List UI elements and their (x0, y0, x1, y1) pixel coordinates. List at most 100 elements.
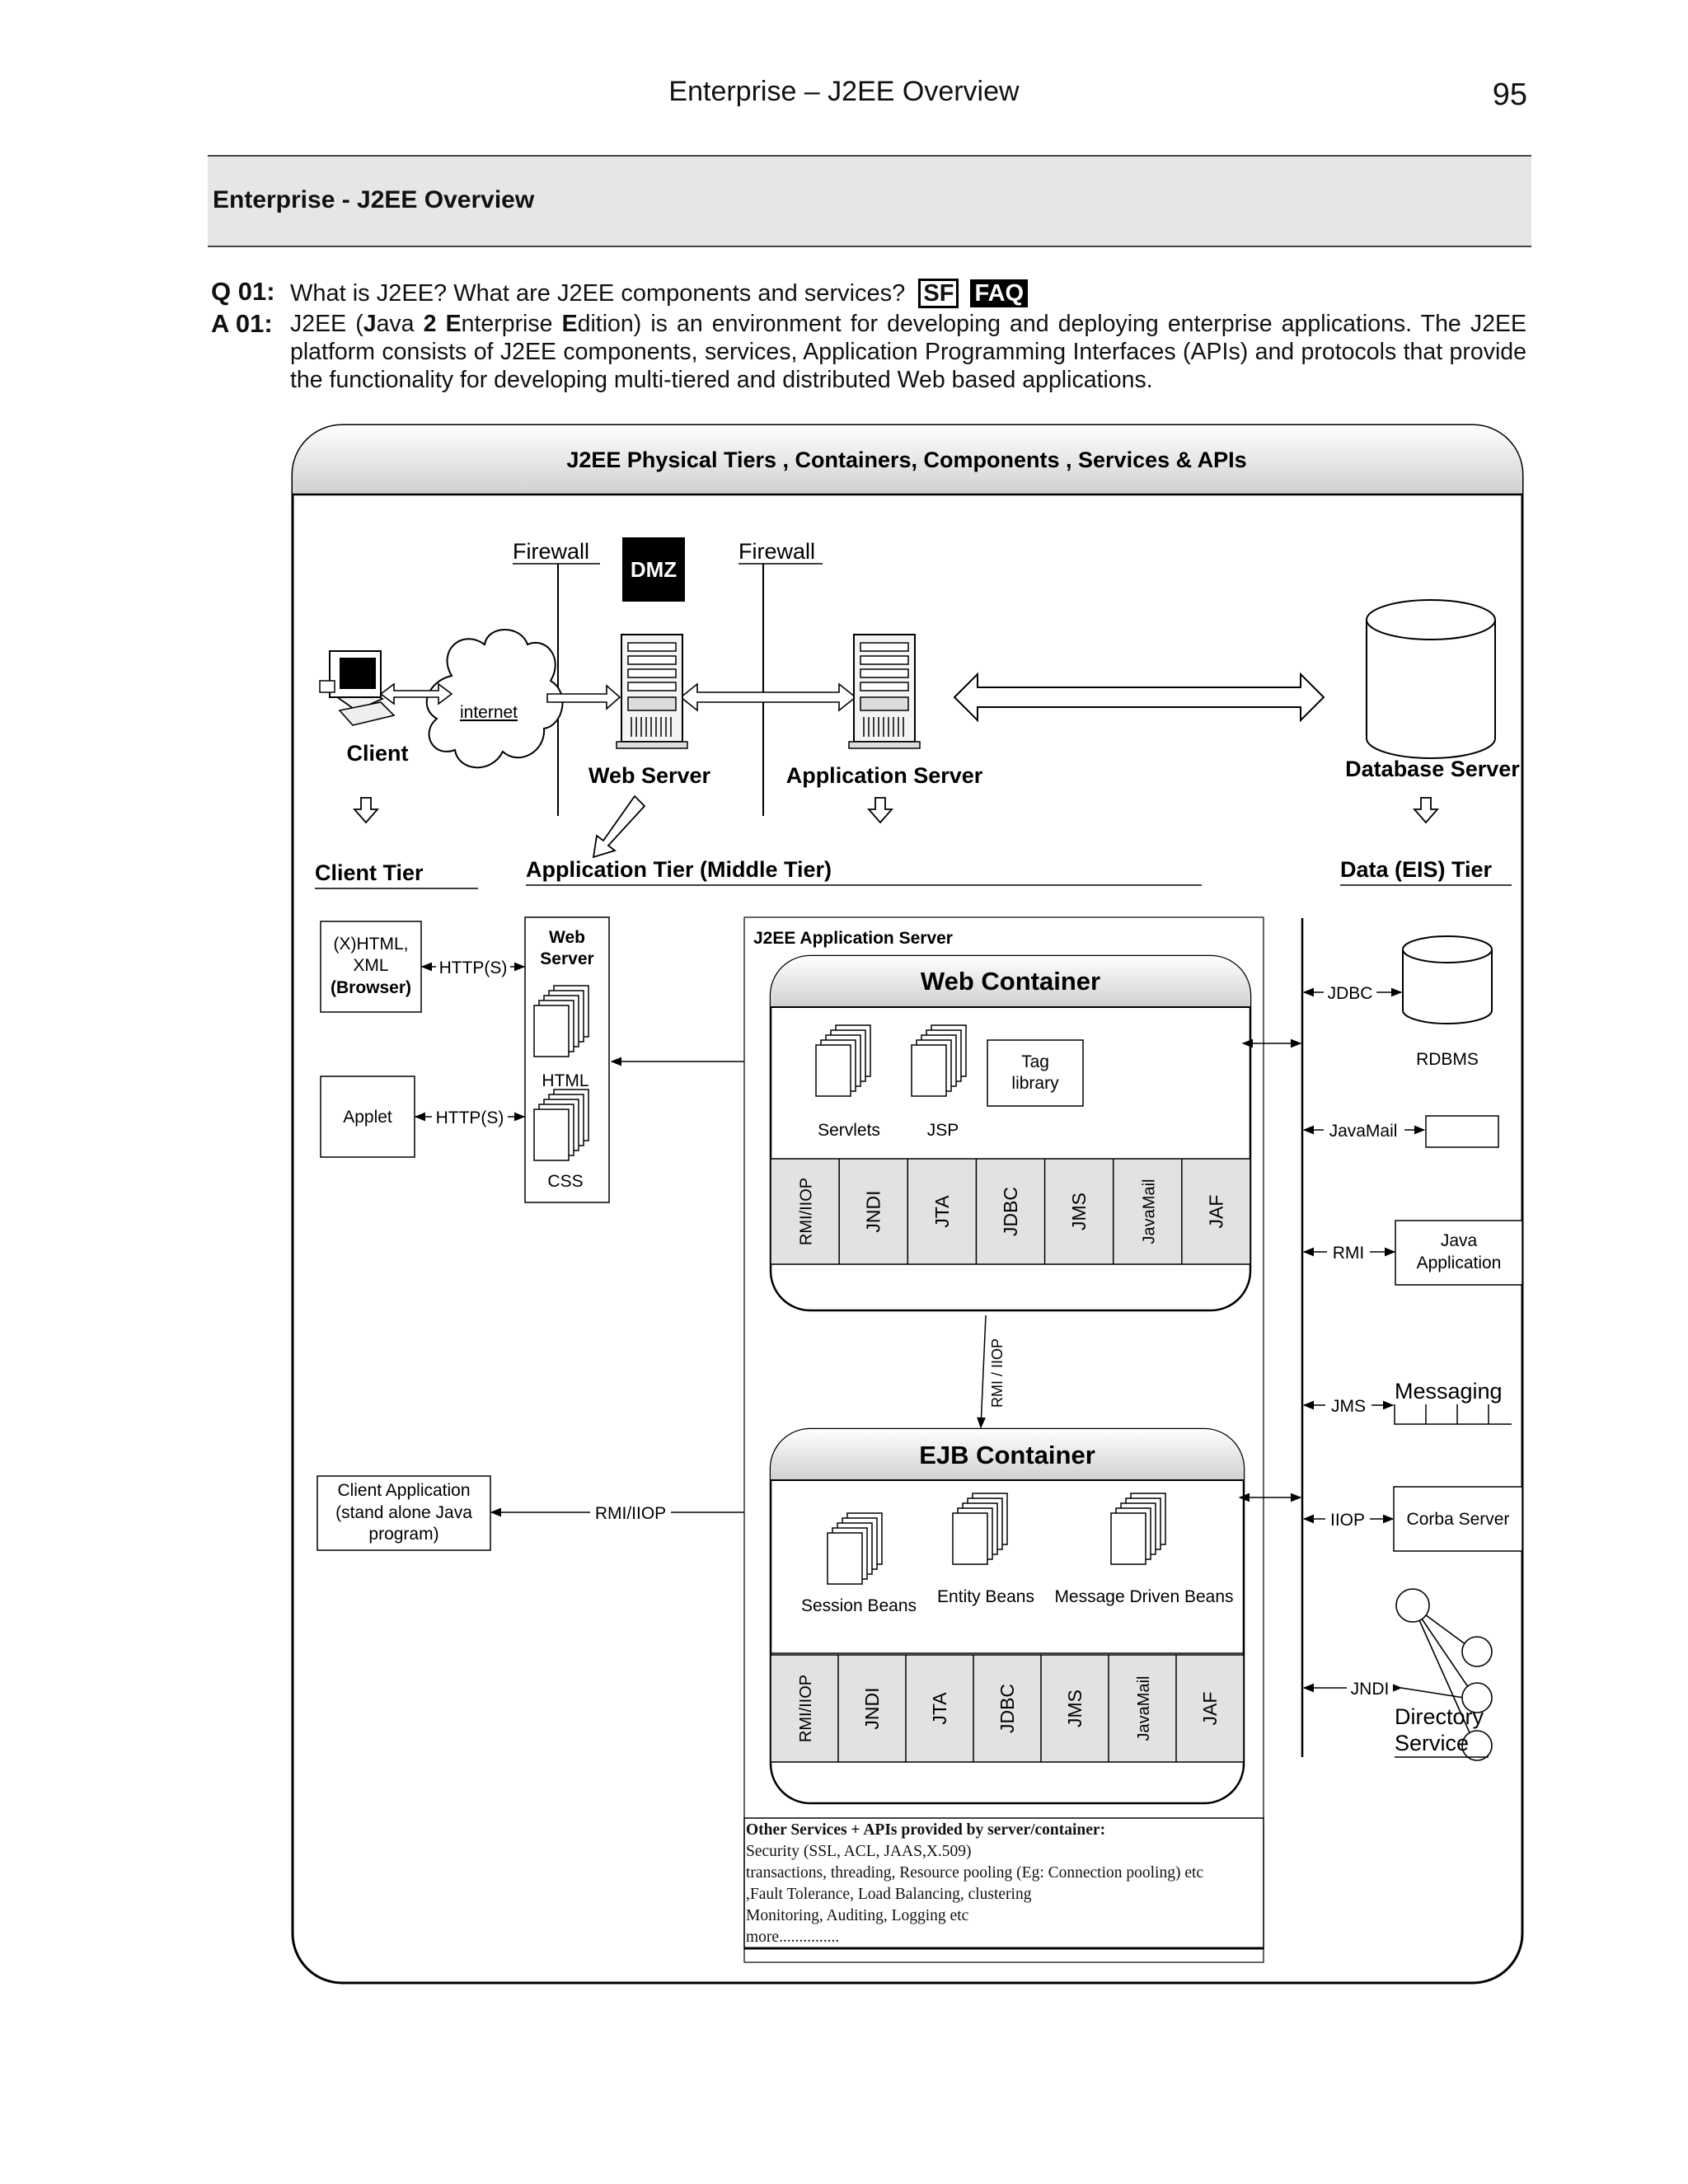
other-services-box (743, 1817, 1264, 1949)
svg-text:XML: XML (353, 956, 388, 975)
web-container-api-jdbc: JDBC (1000, 1187, 1021, 1236)
svg-text:JMS: JMS (1331, 1397, 1366, 1416)
answer-text: J2EE (Java 2 Enterprise Edition) is an e… (290, 311, 1526, 393)
ejb-container-title: EJB Container (919, 1441, 1095, 1469)
page-number: 95 (1492, 77, 1527, 112)
other-services-line: Security (SSL, ACL, JAAS,X.509) (746, 1843, 972, 1860)
svg-text:Corba Server: Corba Server (1407, 1510, 1510, 1529)
diagram-title: J2EE Physical Tiers , Containers, Compon… (566, 448, 1246, 472)
svg-text:Server: Server (540, 949, 593, 968)
application-server-label: Application Server (786, 763, 983, 788)
other-services-text: Other Services + APIs provided by server… (746, 1820, 1262, 1948)
ejb-container-api-jta: JTA (929, 1692, 950, 1725)
svg-text:library: library (1011, 1074, 1059, 1093)
ejb-container-api-bar (770, 1654, 1245, 1763)
svg-text:JDBC: JDBC (1328, 984, 1373, 1003)
ejb-container-api-jaf: JAF (1199, 1692, 1221, 1726)
client-application-box (316, 1475, 491, 1551)
svg-text:Message Driven Beans: Message Driven Beans (1054, 1587, 1233, 1606)
container-link-arrow (977, 1315, 987, 1429)
question-line: What is J2EE? What are J2EE components a… (290, 279, 1029, 308)
firewall-right-label: Firewall (738, 539, 815, 564)
client-label: Client (346, 741, 408, 766)
other-services-line: more............... (746, 1929, 840, 1946)
svg-text:Directory: Directory (1395, 1704, 1484, 1729)
svg-text:IIOP: IIOP (1330, 1511, 1365, 1530)
svg-text:JavaMail: JavaMail (1329, 1122, 1398, 1141)
svg-text:JSP: JSP (927, 1121, 959, 1140)
svg-text:HTTP(S): HTTP(S) (439, 958, 508, 977)
webserver-tier-arrow (592, 794, 646, 859)
svg-text:Entity Beans: Entity Beans (937, 1587, 1034, 1606)
other-services-line: ,Fault Tolerance, Load Balancing, cluste… (746, 1886, 1032, 1903)
running-title: Enterprise – J2EE Overview (668, 76, 1020, 107)
section-band: Enterprise - J2EE Overview (208, 155, 1531, 247)
internet-cloud-icon (425, 629, 564, 769)
client-internet-arrow (379, 682, 453, 705)
sf-badge: SF (918, 279, 959, 308)
ejb-container-api-jndi: JNDI (861, 1687, 883, 1729)
client-tier-label: Client Tier (315, 860, 424, 885)
svg-text:Application: Application (1417, 1254, 1502, 1272)
firewall-left-label: Firewall (513, 539, 589, 564)
web-container-api-jta: JTA (931, 1195, 953, 1228)
question-label: Q 01: (211, 277, 275, 306)
svg-text:HTTP(S): HTTP(S) (436, 1108, 504, 1127)
mail-server-box (1425, 1115, 1499, 1148)
ejb-container-api-javamail: JavaMail (1135, 1676, 1153, 1741)
database-server-icon (1366, 599, 1496, 759)
client-computer-icon (319, 650, 396, 726)
app-db-arrow (953, 672, 1325, 723)
svg-text:Servlets: Servlets (818, 1121, 880, 1140)
svg-text:Tag: Tag (1021, 1052, 1049, 1071)
rdbms-icon (1402, 935, 1493, 1024)
svg-text:JNDI: JNDI (1351, 1680, 1390, 1699)
dmz-label: DMZ (631, 557, 677, 582)
database-server-label: Database Server (1345, 757, 1520, 781)
message-queue-icon (1394, 1404, 1512, 1425)
web-server-icon (616, 634, 688, 749)
web-container-api-javamail: JavaMail (1140, 1179, 1158, 1244)
web-server-label: Web Server (588, 763, 711, 788)
svg-text:HTML: HTML (542, 1071, 588, 1090)
other-services-title: Other Services + APIs provided by server… (746, 1821, 1106, 1839)
ejb-container-api-jdbc: JDBC (996, 1684, 1018, 1733)
web-container-api-jndi: JNDI (863, 1190, 884, 1232)
other-services-line: Monitoring, Auditing, Logging etc (746, 1907, 969, 1924)
data-tier-label: Data (EIS) Tier (1340, 857, 1493, 882)
application-server-icon (848, 634, 921, 749)
container-link-label: RMI / IIOP (989, 1338, 1006, 1408)
svg-text:RMI/IIOP: RMI/IIOP (595, 1504, 666, 1523)
dmz-box (622, 537, 685, 602)
ejb-container-api-jms: JMS (1064, 1690, 1085, 1727)
svg-text:(stand alone Java: (stand alone Java (335, 1503, 472, 1522)
web-container-api-jms: JMS (1068, 1193, 1090, 1230)
tag-library-box (987, 1039, 1084, 1107)
svg-text:RDBMS: RDBMS (1416, 1050, 1479, 1069)
directory-tree-icon (1395, 1588, 1493, 1761)
section-title: Enterprise - J2EE Overview (213, 186, 535, 213)
web-container-api-jaf: JAF (1205, 1195, 1226, 1229)
svg-text:(X)HTML,: (X)HTML, (334, 935, 409, 954)
svg-text:(Browser): (Browser) (331, 978, 411, 997)
answer-label: A 01: (211, 309, 273, 338)
java-application-box (1395, 1220, 1523, 1286)
svg-text:Web: Web (549, 928, 585, 947)
web-container-title: Web Container (921, 967, 1100, 996)
applet-box (320, 1076, 415, 1158)
web-container-api-rmi-iiop: RMI/IIOP (798, 1178, 816, 1245)
internet-label: internet (460, 703, 518, 722)
svg-text:Session Beans: Session Beans (801, 1596, 917, 1615)
middle-tier-label: Application Tier (Middle Tier) (526, 857, 832, 882)
svg-text:Service: Service (1395, 1731, 1469, 1755)
question-text: What is J2EE? What are J2EE components a… (290, 280, 906, 307)
messaging-label: Messaging (1395, 1379, 1503, 1404)
svg-text:program): program) (368, 1525, 438, 1544)
svg-text:RMI: RMI (1333, 1244, 1365, 1263)
j2ee-app-server-label: J2EE Application Server (753, 929, 953, 948)
ejb-container-api-rmi-iiop: RMI/IIOP (797, 1675, 815, 1742)
svg-text:CSS: CSS (547, 1172, 583, 1191)
svg-text:Client Application: Client Application (337, 1481, 470, 1500)
internet-webserver-arrow (546, 684, 621, 710)
